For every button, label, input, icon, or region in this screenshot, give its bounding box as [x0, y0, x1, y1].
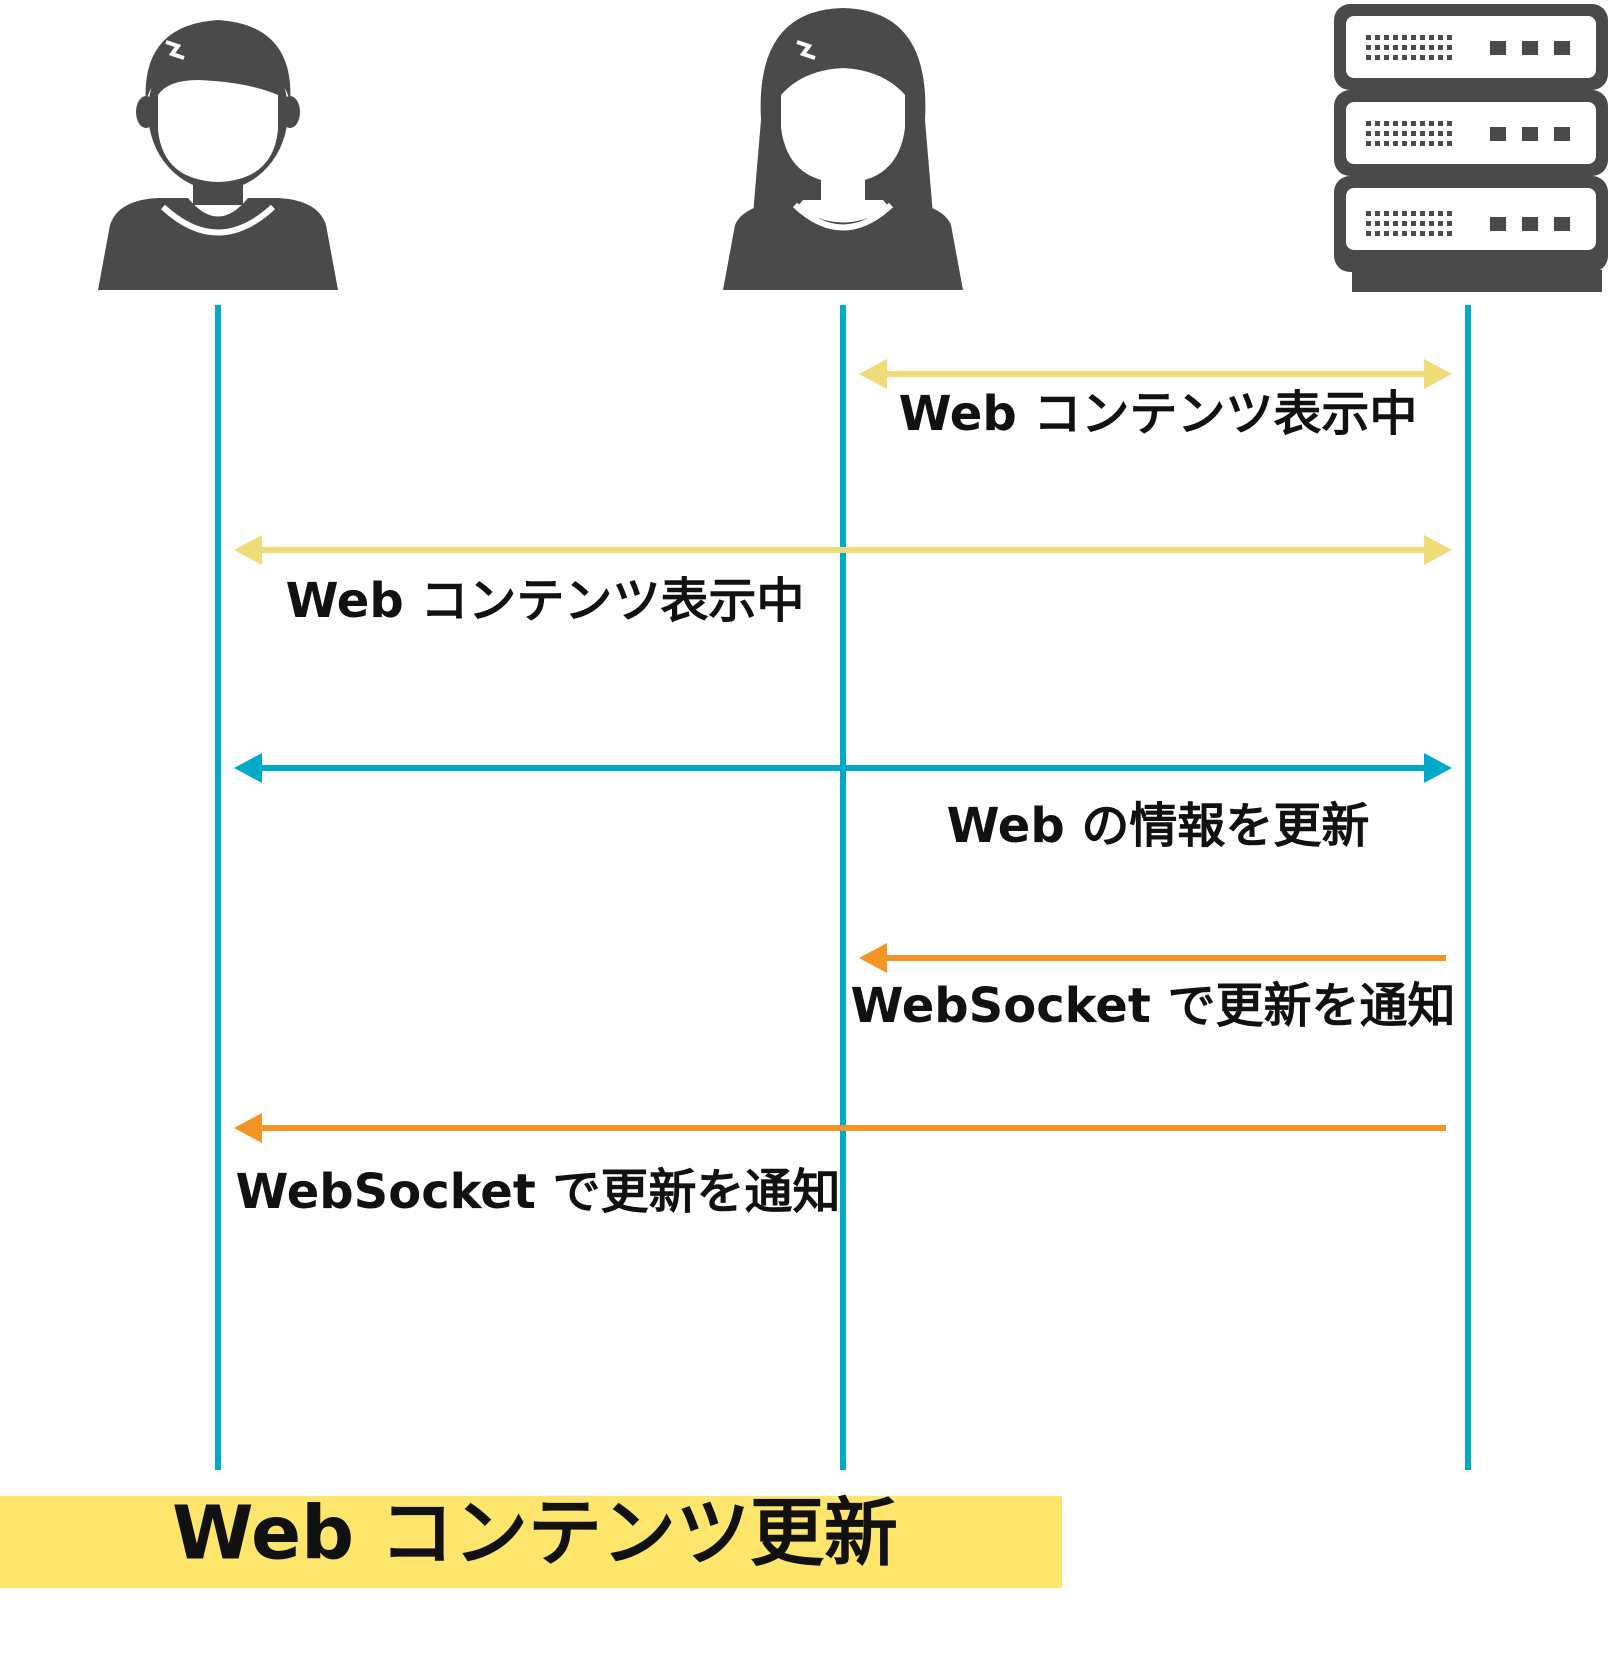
message-3: Web の情報を更新	[234, 753, 1452, 854]
message-label: WebSocket で更新を通知	[236, 1164, 841, 1220]
server-unit-3	[1334, 176, 1608, 272]
arrowhead-left	[234, 535, 262, 565]
server-unit-1	[1334, 4, 1608, 90]
title-band	[0, 1496, 1062, 1588]
message-label: Web の情報を更新	[947, 798, 1370, 854]
title-banner: Web コンテンツ更新	[0, 1491, 1062, 1588]
message-5: WebSocket で更新を通知	[234, 1113, 1446, 1220]
message-label: Web コンテンツ表示中	[286, 573, 805, 629]
arrowhead-left	[859, 943, 887, 973]
person-male-icon	[98, 20, 338, 290]
arrowhead-right	[1424, 535, 1452, 565]
messages: Web コンテンツ表示中 Web コンテンツ表示中 Web の情報を更新 WebSoc…	[234, 359, 1456, 1220]
arrowhead-right	[1424, 753, 1452, 783]
arrowhead-left	[859, 359, 887, 389]
message-4: WebSocket で更新を通知	[851, 943, 1456, 1034]
arrowhead-left	[234, 1113, 262, 1143]
person-female-icon	[723, 8, 963, 290]
lifelines	[215, 305, 1471, 1470]
message-label: Web コンテンツ表示中	[899, 386, 1418, 442]
server-unit-2	[1334, 90, 1608, 176]
arrowhead-left	[234, 753, 262, 783]
diagram-title: Web コンテンツ更新	[172, 1491, 898, 1577]
arrowhead-right	[1424, 359, 1452, 389]
server-rack-icon	[1334, 4, 1608, 292]
message-1: Web コンテンツ表示中	[859, 359, 1452, 442]
message-2: Web コンテンツ表示中	[234, 535, 1452, 629]
server-indicators	[1366, 35, 1570, 236]
message-label: WebSocket で更新を通知	[851, 978, 1456, 1034]
